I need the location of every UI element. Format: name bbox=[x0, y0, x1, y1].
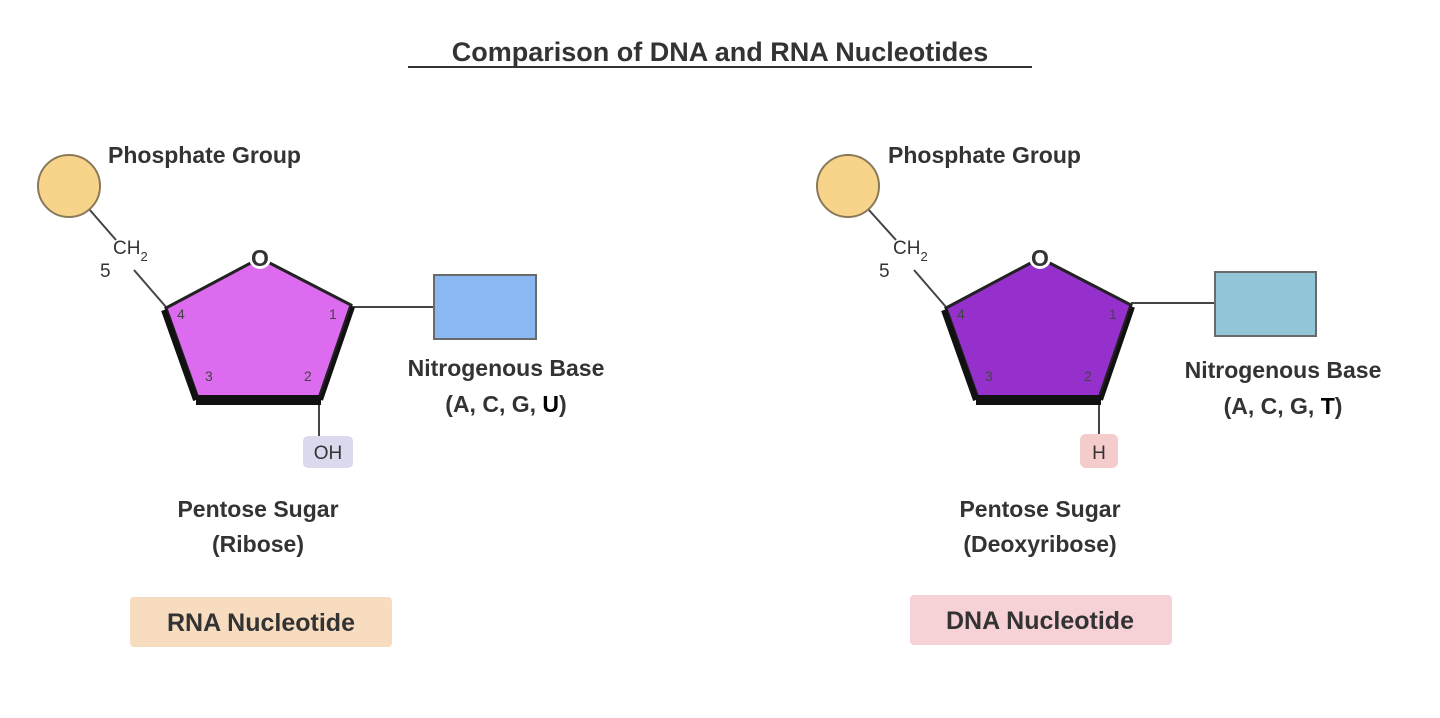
rna-ring-bold-left bbox=[161, 308, 199, 402]
rna-badge bbox=[130, 597, 392, 647]
dna-c5-bond bbox=[913, 269, 947, 308]
diagram-title: Comparison of DNA and RNA Nucleotides bbox=[452, 37, 989, 67]
rna-oh-highlight bbox=[303, 436, 353, 468]
dna-sugar-name: (Deoxyribose) bbox=[963, 531, 1116, 557]
dna-carbon-5-label: 5 bbox=[879, 261, 890, 282]
dna-ch2-label: CH2 bbox=[893, 238, 928, 264]
rna-nucleotide: Phosphate Group CH2 5 O 1 2 3 4 OH Nitro… bbox=[37, 142, 605, 647]
rna-ch2-label: CH2 bbox=[113, 238, 148, 264]
dna-phosphate-bond bbox=[867, 208, 897, 241]
dna-carbon-1-label: 1 bbox=[1109, 306, 1117, 322]
rna-phosphate-circle bbox=[37, 154, 101, 218]
dna-base-list: (A, C, G, T) bbox=[1224, 393, 1343, 419]
dna-nucleotide: Phosphate Group CH2 5 O 1 2 3 4 H Nitrog… bbox=[816, 142, 1382, 645]
dna-base-label: Nitrogenous Base bbox=[1185, 357, 1382, 383]
rna-ring-bold-right bbox=[319, 306, 355, 401]
dna-phosphate-circle bbox=[816, 154, 880, 218]
rna-ribose-ring bbox=[164, 256, 353, 400]
rna-carbon-2-label: 2 bbox=[304, 368, 312, 384]
rna-oh-label: OH bbox=[314, 443, 343, 464]
dna-carbon-4-label: 4 bbox=[957, 306, 965, 322]
dna-carbon-2-label: 2 bbox=[1084, 368, 1092, 384]
dna-h-highlight bbox=[1080, 434, 1118, 468]
dna-badge bbox=[910, 595, 1172, 645]
dna-h-label: H bbox=[1092, 443, 1106, 464]
dna-ring-bold-left bbox=[941, 308, 979, 402]
rna-sugar-name: (Ribose) bbox=[212, 531, 304, 557]
rna-carbon-1-label: 1 bbox=[329, 306, 337, 322]
rna-ring-oxygen-bg bbox=[249, 247, 271, 269]
dna-badge-label: DNA Nucleotide bbox=[946, 607, 1134, 635]
rna-carbon-5-label: 5 bbox=[100, 261, 111, 282]
dna-ring-oxygen-bg bbox=[1029, 247, 1051, 269]
dna-base-box bbox=[1214, 271, 1317, 337]
dna-carbon-3-label: 3 bbox=[985, 368, 993, 384]
rna-carbon-4-label: 4 bbox=[177, 306, 185, 322]
rna-c5-bond bbox=[133, 269, 167, 308]
rna-base-list: (A, C, G, U) bbox=[445, 391, 566, 417]
rna-base-label: Nitrogenous Base bbox=[408, 355, 605, 381]
rna-sugar-label: Pentose Sugar bbox=[177, 496, 338, 522]
rna-phosphate-label: Phosphate Group bbox=[108, 142, 301, 168]
rna-badge-label: RNA Nucleotide bbox=[167, 609, 355, 637]
dna-phosphate-label: Phosphate Group bbox=[888, 142, 1081, 168]
rna-ring-oxygen-label: O bbox=[251, 245, 269, 271]
rna-base-box bbox=[433, 274, 537, 340]
rna-carbon-3-label: 3 bbox=[205, 368, 213, 384]
dna-deoxyribose-ring bbox=[944, 256, 1133, 400]
rna-phosphate-bond bbox=[88, 208, 117, 241]
dna-ring-bold-right bbox=[1099, 306, 1135, 401]
dna-sugar-label: Pentose Sugar bbox=[959, 496, 1120, 522]
dna-ring-oxygen-label: O bbox=[1031, 245, 1049, 271]
